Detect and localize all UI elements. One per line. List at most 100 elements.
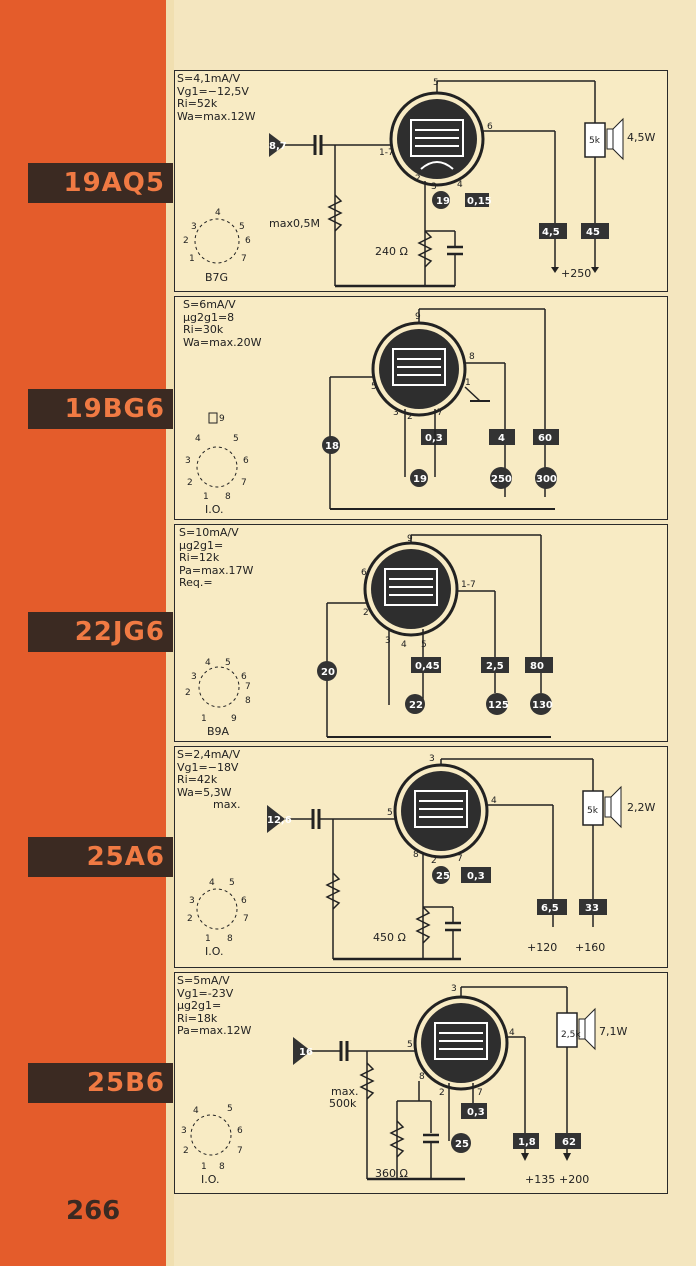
pin-label: 1 [465, 378, 471, 388]
base-pin: 5 [227, 1104, 233, 1114]
base-pin: 1 [201, 1162, 207, 1172]
spec-line: max. [213, 798, 241, 811]
supply-anode-25a6: +160 [575, 941, 605, 954]
tube-label-22jg6: 22JG6 [28, 612, 173, 652]
speaker-power-19aq5: 4,5W [627, 131, 655, 144]
pin-label: 8 [469, 352, 475, 362]
heater-current-19aq5: 0,15 [467, 196, 492, 207]
schematic-25a6: 12,6 3 5 4 8 2 7 25 0,3 6,5 33 +120 +160… [187, 754, 655, 961]
spec-line: Wa=5,3W [177, 785, 232, 799]
schematic-22jg6: 9 6 1-7 2 3 4 5 20 22 0,45 2,5 80 125 13… [185, 534, 553, 738]
base-pin: 7 [243, 914, 249, 924]
base-type-22jg6: B9A [207, 725, 230, 738]
screen-current-19aq5: 4,5 [542, 227, 560, 238]
base-pin: 3 [181, 1126, 187, 1136]
base-pin: 6 [245, 236, 251, 246]
input-voltage-25b6: 16 [299, 1047, 313, 1058]
spec-line: Pa=max.17W [179, 563, 254, 577]
anode-current-25b6: 62 [562, 1137, 576, 1148]
base-pin: 2 [183, 1146, 189, 1156]
anode-current-25a6: 33 [585, 903, 599, 914]
base-pin: 1 [205, 934, 211, 944]
panel-19bg6: S=6mA/V µg2g1=8 Ri=30k Wa=max.20W [174, 296, 668, 520]
base-pin: 2 [187, 914, 193, 924]
schematic-19bg6: 9 8 5 1 3 2 7 18 19 0,3 4 60 250 300 9 4… [185, 308, 559, 516]
base-pin: 2 [187, 478, 193, 488]
pin-label: 6 [361, 568, 367, 578]
spec-line: Ri=18k [177, 1011, 218, 1025]
spec-line: µg2g1= [177, 999, 222, 1012]
base-pin: 7 [241, 478, 247, 488]
panel-25b6: S=5mA/V Vg1=-23V µg2g1= Ri=18k Pa=max.12… [174, 972, 668, 1194]
base-pin: 4 [195, 434, 201, 444]
heater-current-25b6: 0,3 [467, 1107, 485, 1118]
pin-label: 1-7 [461, 580, 476, 590]
specs-19bg6: S=6mA/V µg2g1=8 Ri=30k Wa=max.20W [183, 298, 262, 349]
base-pin: 4 [209, 878, 215, 888]
spec-line: S=2,4mA/V [177, 748, 241, 761]
grid-resistor-19aq5: max0,5M [269, 217, 320, 230]
supply-anode-19bg6: 300 [536, 474, 557, 485]
specs-25a6: S=2,4mA/V Vg1=−18V Ri=42k Wa=5,3W max. [177, 748, 241, 812]
pin-label: 7 [477, 1088, 483, 1098]
spec-line: Vg1=−12,5V [177, 84, 249, 98]
cathode-resistor-25b6: 360 Ω [375, 1167, 408, 1180]
supply-screen-22jg6: 125 [488, 700, 509, 711]
anode-current-19aq5: 45 [586, 227, 600, 238]
spec-line: Vg1=-23V [177, 986, 234, 1000]
base-pin: 5 [239, 222, 245, 232]
pin-label: 4 [457, 180, 463, 190]
pin-label: 3 [431, 182, 437, 192]
supply-screen-25a6: +120 [527, 941, 557, 954]
schematic-25b6: 16 3 5 4 8 2 7 25 0,3 1,8 62 +135 +200 2… [181, 984, 627, 1186]
base-pin: 3 [189, 896, 195, 906]
pin-label: 5 [421, 640, 427, 650]
pin-label: 6 [487, 122, 493, 132]
anode-current-22jg6: 80 [530, 661, 544, 672]
spec-line: S=4,1mA/V [177, 72, 241, 85]
pin-label: 5 [433, 78, 439, 88]
pin-label: 8 [419, 1072, 425, 1082]
grid-resistor-25b6-b: 500k [329, 1097, 357, 1110]
pin-label: 4 [401, 640, 407, 650]
panel-22jg6: S=10mA/V µg2g1= Ri=12k Pa=max.17W Req.= [174, 524, 668, 742]
supply-anode-22jg6: 130 [532, 700, 553, 711]
base-pin: 6 [241, 672, 247, 682]
base-type-25b6: I.O. [201, 1173, 219, 1186]
tube-label-19aq5: 19AQ5 [28, 163, 173, 203]
base-pin: 8 [245, 696, 251, 706]
spec-line: Wa=max.20W [183, 335, 262, 349]
supply-anode-25b6: +200 [559, 1173, 589, 1186]
spec-line: S=10mA/V [179, 526, 239, 539]
pin-label: 2 [415, 174, 421, 184]
cathode-resistor-19aq5: 240 Ω [375, 245, 408, 258]
schematic-19aq5: 8,7 5 6 1-7 2 3 4 19 0,15 4,5 45 +250 ma… [183, 78, 655, 288]
input-voltage-19aq5: 8,7 [269, 141, 287, 152]
pin-label: 8 [413, 850, 419, 860]
grid-bias-22jg6: 20 [321, 667, 335, 678]
grid-bias-19bg6: 18 [325, 441, 339, 452]
pin-label: 2 [431, 856, 437, 866]
pin-label: 9 [407, 534, 413, 544]
tube-label-25a6: 25A6 [28, 837, 173, 877]
base-pin: 2 [183, 236, 189, 246]
pin-label: 3 [451, 984, 457, 994]
cathode-resistor-25a6: 450 Ω [373, 931, 406, 944]
base-pin: 8 [227, 934, 233, 944]
specs-22jg6: S=10mA/V µg2g1= Ri=12k Pa=max.17W Req.= [179, 526, 254, 590]
pin-label: 2 [407, 412, 413, 422]
specs-19aq5: S=4,1mA/V Vg1=−12,5V Ri=52k Wa=max.12W [177, 72, 255, 123]
base-pin: 3 [191, 672, 197, 682]
heater-current-19bg6: 0,3 [425, 433, 443, 444]
base-pin: 3 [185, 456, 191, 466]
screen-current-19bg6: 4 [498, 433, 505, 444]
supply-19aq5: +250 [561, 267, 591, 280]
base-pin: 6 [241, 896, 247, 906]
base-type-19bg6: I.O. [205, 503, 223, 516]
spec-line: Ri=52k [177, 97, 218, 110]
base-pin: 1 [203, 492, 209, 502]
spec-line: Ri=30k [183, 323, 224, 336]
base-pin: 9 [231, 714, 237, 724]
base-pin: 6 [237, 1126, 243, 1136]
